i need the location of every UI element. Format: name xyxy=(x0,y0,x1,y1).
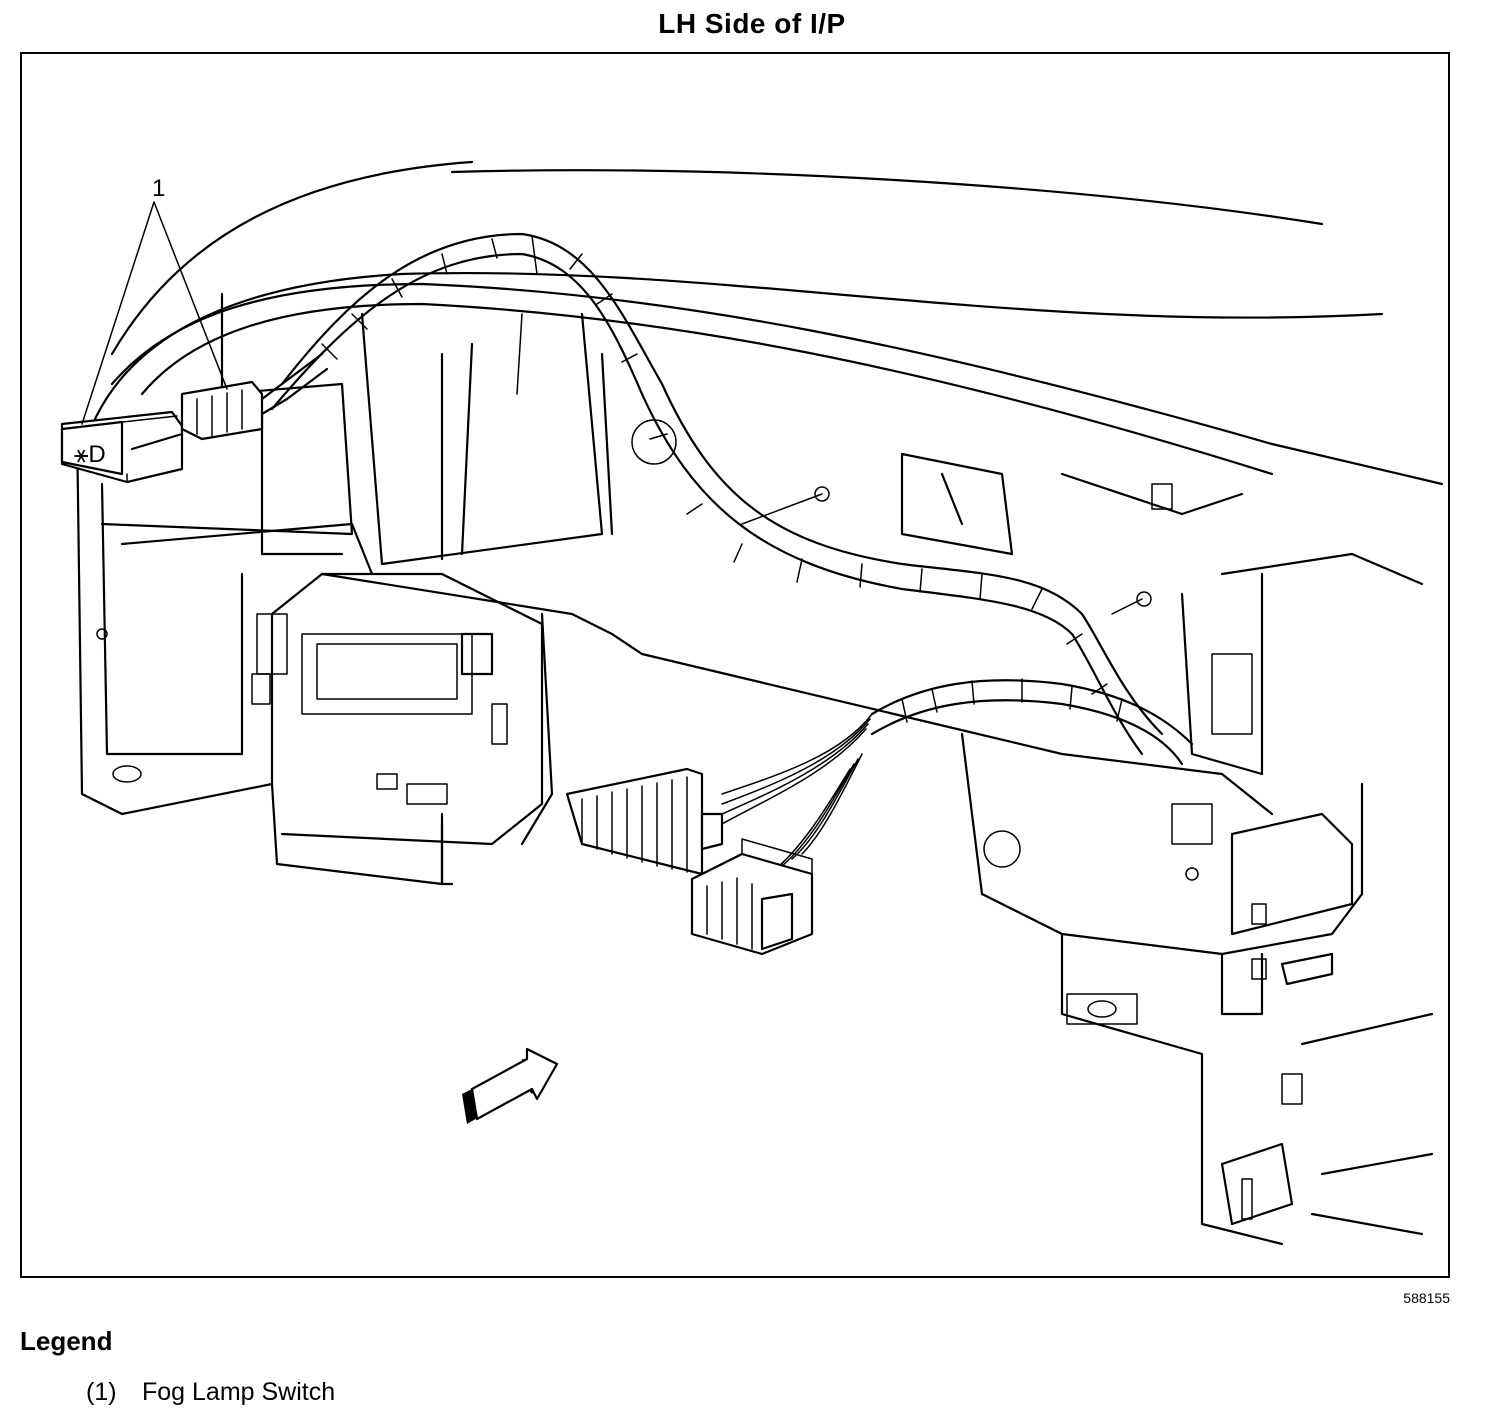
legend-item: (1) Fog Lamp Switch xyxy=(86,1378,335,1407)
figure-id: 588155 xyxy=(1403,1290,1450,1306)
electrical-connector-icon-2 xyxy=(690,838,814,956)
legend-item-number: (1) xyxy=(86,1378,117,1406)
diagram-title: LH Side of I/P xyxy=(658,8,846,39)
wiring-harness-upper xyxy=(280,232,1164,736)
wiring-harness-lower xyxy=(870,679,1194,746)
instrument-panel-illustration: ⚹D 1 xyxy=(60,160,1444,1246)
callout-leader xyxy=(81,201,228,425)
diagram-frame: ⚹D 1 xyxy=(20,52,1450,1278)
dash-crown xyxy=(110,282,1444,486)
electrical-connector-icon xyxy=(565,767,724,876)
direction-arrow-icon xyxy=(462,1047,559,1124)
center-plate xyxy=(360,312,604,566)
legend-item-label: Fog Lamp Switch xyxy=(142,1378,336,1406)
legend-heading: Legend xyxy=(20,1326,113,1356)
callout-number: 1 xyxy=(152,175,165,202)
dash-top-edge xyxy=(110,160,1324,356)
dash-top-edge-2 xyxy=(80,271,1384,456)
fog-symbol-icon: ⚹D xyxy=(74,441,106,468)
fog-lamp-switch-icon: ⚹D xyxy=(60,352,329,484)
